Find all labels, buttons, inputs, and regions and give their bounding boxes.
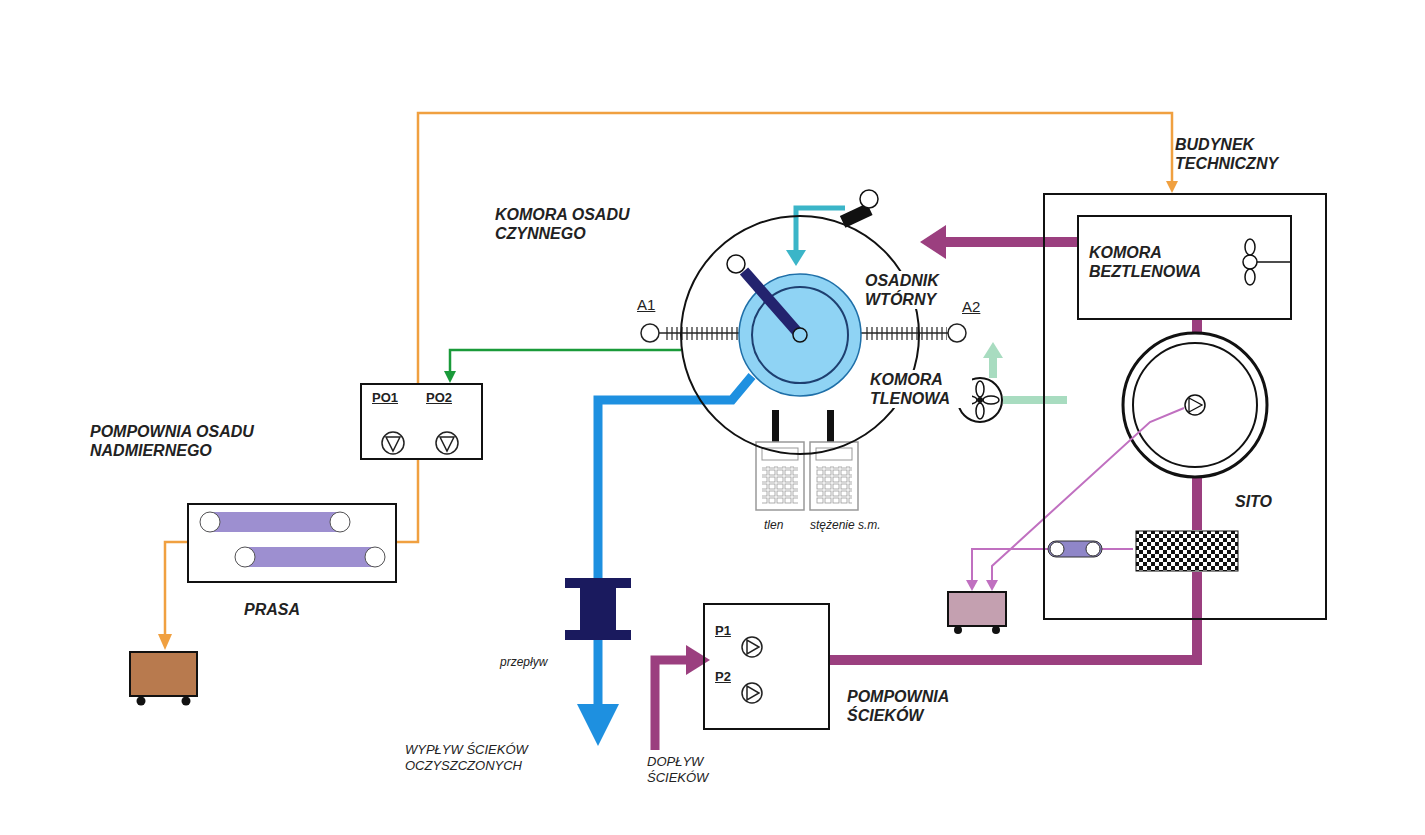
conveyor — [1048, 541, 1102, 557]
screen-symbol-outline — [1135, 530, 1239, 572]
flow-line — [920, 225, 1077, 259]
pump-symbol — [382, 432, 762, 703]
pump-number: PO2 — [426, 390, 471, 406]
flow-line — [397, 460, 418, 542]
zone-label: KOMORA TLENOWA — [868, 370, 972, 408]
point-label: A2 — [962, 298, 992, 316]
meter-label: stężenie s.m. — [810, 518, 900, 532]
mixer-symbol — [1243, 239, 1290, 285]
pump-number: P1 — [715, 623, 745, 639]
flow-line — [444, 350, 681, 383]
clarifier-circle-outline — [738, 273, 862, 397]
press-box: PRASA — [187, 503, 397, 583]
tank-circle: KOMORA OSADU CZYNNEGOOSADNIK WTÓRNY — [680, 215, 920, 455]
cake-line — [158, 542, 187, 650]
pump-number: P2 — [715, 669, 745, 685]
inflow-pipe — [655, 645, 710, 750]
pump-station-box: POMPOWNIA OSADU NADMIERNEGOPO1PO2 — [360, 383, 483, 460]
heading: PRASA — [244, 600, 344, 619]
meters — [756, 410, 858, 510]
outflow-pipe — [577, 376, 752, 746]
sludge-bin — [130, 652, 197, 706]
point-label: A1 — [637, 296, 667, 314]
flow-line — [830, 572, 1197, 660]
heading: KOMORA BEZTLENOWA — [1089, 243, 1229, 281]
meter-label: tlen — [764, 518, 804, 532]
flow-label: WYPŁYW ŚCIEKÓW OCZYSZCZONYCH — [405, 742, 585, 773]
tank — [1123, 333, 1267, 477]
blower-symbol — [958, 342, 1067, 422]
pump-number: PO1 — [372, 390, 417, 406]
building-box: BUDYNEK TECHNICZNYKOMORA BEZTLENOWASITO — [1043, 193, 1327, 620]
flow-meter — [565, 578, 631, 640]
chamber-box: KOMORA BEZTLENOWA — [1077, 215, 1292, 320]
heading: SITO — [1235, 492, 1295, 511]
pump-station-box: POMPOWNIA ŚCIEKÓWP1P2 — [703, 603, 830, 730]
press-rollers — [200, 512, 385, 567]
heading: BUDYNEK TECHNICZNY — [1175, 135, 1345, 173]
meter-label: przepływ — [500, 655, 570, 669]
clarifier-circle: OSADNIK WTÓRNY — [738, 273, 862, 397]
screenings-bin — [948, 592, 1006, 634]
screen-symbol: SITO — [1135, 530, 1239, 572]
flow-label: DOPŁYW ŚCIEKÓW — [647, 754, 717, 785]
heading: POMPOWNIA ŚCIEKÓW — [847, 687, 1022, 725]
heading: POMPOWNIA OSADU NADMIERNEGO — [90, 422, 352, 460]
heading: KOMORA OSADU CZYNNEGO — [495, 205, 670, 243]
sludge-return — [786, 190, 878, 266]
heading: OSADNIK WTÓRNY — [863, 271, 967, 309]
